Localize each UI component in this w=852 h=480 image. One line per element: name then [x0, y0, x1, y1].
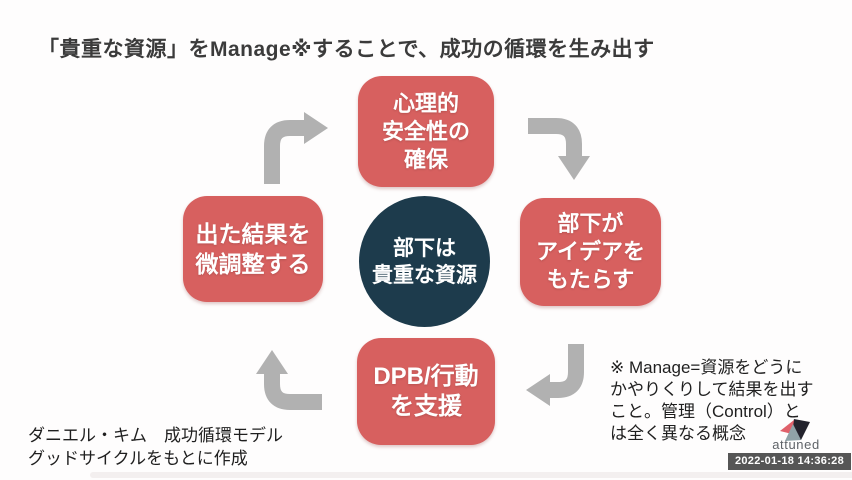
caption-line: グッドサイクルをもとに作成	[28, 449, 248, 468]
attuned-brand-label: attuned	[772, 437, 820, 452]
note-line: こと。管理（Control）と	[610, 402, 801, 421]
box-line: を支援	[390, 392, 462, 420]
box-line: DPB/行動	[373, 362, 479, 390]
cycle-box-support-action: DPB/行動 を支援	[357, 338, 495, 445]
circle-line: 貴重な資源	[372, 263, 477, 287]
cycle-box-subordinate-ideas: 部下が アイデアを もたらす	[520, 198, 661, 306]
circle-line: 部下は	[393, 236, 456, 260]
arrow-right-down-icon	[528, 118, 590, 180]
box-line: 心理的	[392, 90, 459, 116]
note-line: ※ Manage=資源をどうに	[610, 358, 803, 377]
box-line: もたらす	[546, 267, 635, 292]
source-caption: ダニエル・キム 成功循環モデル グッドサイクルをもとに作成	[28, 424, 283, 470]
box-line: アイデアを	[536, 239, 645, 264]
attuned-logo-icon	[780, 419, 810, 441]
bottom-strip	[90, 472, 852, 478]
cycle-box-psychological-safety: 心理的 安全性の 確保	[358, 76, 494, 187]
cycle-box-fine-tune-results: 出た結果を 微調整する	[183, 196, 323, 302]
arrow-left-up-icon	[256, 350, 322, 410]
box-line: 部下が	[557, 211, 624, 236]
center-circle-valuable-resource: 部下は 貴重な資源	[359, 196, 490, 327]
arrow-up-right-icon	[264, 112, 328, 184]
manage-footnote: ※ Manage=資源をどうに かやりくりして結果を出す こと。管理（Contr…	[610, 357, 814, 445]
arrow-down-left-icon	[526, 344, 584, 406]
box-line: 微調整する	[195, 251, 311, 277]
box-line: 安全性の	[381, 118, 470, 144]
box-line: 確保	[403, 146, 448, 172]
note-line: かやりくりして結果を出す	[610, 380, 814, 399]
slide-title: 「貴重な資源」をManage※することで、成功の循環を生み出す	[38, 38, 655, 61]
timestamp-badge: 2022-01-18 14:36:28	[727, 453, 851, 470]
caption-line: ダニエル・キム 成功循環モデル	[28, 426, 283, 445]
note-line: は全く異なる概念	[610, 424, 746, 443]
box-line: 出た結果を	[195, 221, 311, 247]
